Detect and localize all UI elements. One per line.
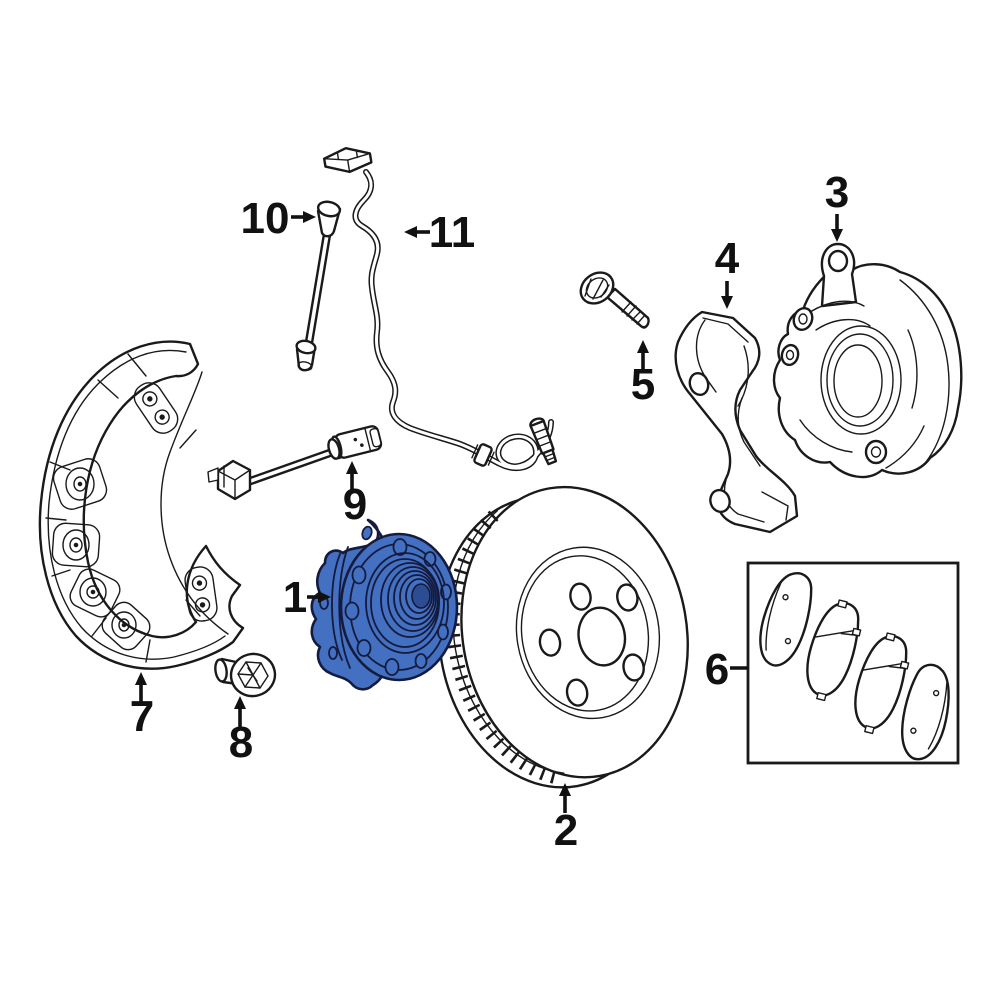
callout-9: 9 (343, 461, 367, 529)
rotor-lug-holes (538, 582, 645, 707)
callout-8: 8 (229, 696, 253, 767)
part-dust-shield-bolt (214, 652, 277, 698)
part-guide-pin (295, 200, 342, 372)
callout-7: 7 (130, 672, 154, 741)
callouts: 1 2 3 4 5 6 7 (130, 168, 849, 855)
cable-sensor-tip (529, 417, 558, 466)
callout-4: 4 (715, 234, 740, 309)
callout-2-label: 2 (554, 806, 578, 855)
callout-10-label: 10 (241, 194, 290, 243)
part-caliper-bolt (579, 271, 650, 329)
part-brake-pad-set (746, 561, 960, 766)
callout-3: 3 (825, 168, 849, 242)
part-brake-caliper (772, 242, 963, 479)
part-wheel-hub-bearing (310, 518, 459, 691)
shield-bosses (51, 458, 151, 651)
callout-6-label: 6 (705, 645, 729, 694)
callout-1-label: 1 (283, 573, 307, 622)
cable-grommet (471, 443, 495, 467)
part-pad-wear-sensor (207, 425, 383, 501)
callout-3-label: 3 (825, 168, 849, 217)
callout-10: 10 (241, 194, 316, 243)
shield-double-bosses (133, 382, 218, 622)
part-brake-rotor (437, 485, 689, 789)
callout-2: 2 (554, 783, 578, 855)
callout-9-label: 9 (343, 480, 367, 529)
callout-4-label: 4 (715, 234, 740, 283)
hub-flange-holes (344, 538, 452, 676)
shield-ribs (45, 353, 201, 663)
part-abs-speed-sensor (322, 146, 558, 472)
callout-11: 11 (404, 208, 475, 257)
callout-1: 1 (283, 573, 331, 622)
callout-11-label: 11 (429, 208, 476, 257)
part-caliper-bracket (674, 310, 799, 534)
part-dust-shield (38, 340, 245, 670)
callout-6: 6 (705, 645, 748, 694)
callout-5: 5 (631, 340, 655, 409)
